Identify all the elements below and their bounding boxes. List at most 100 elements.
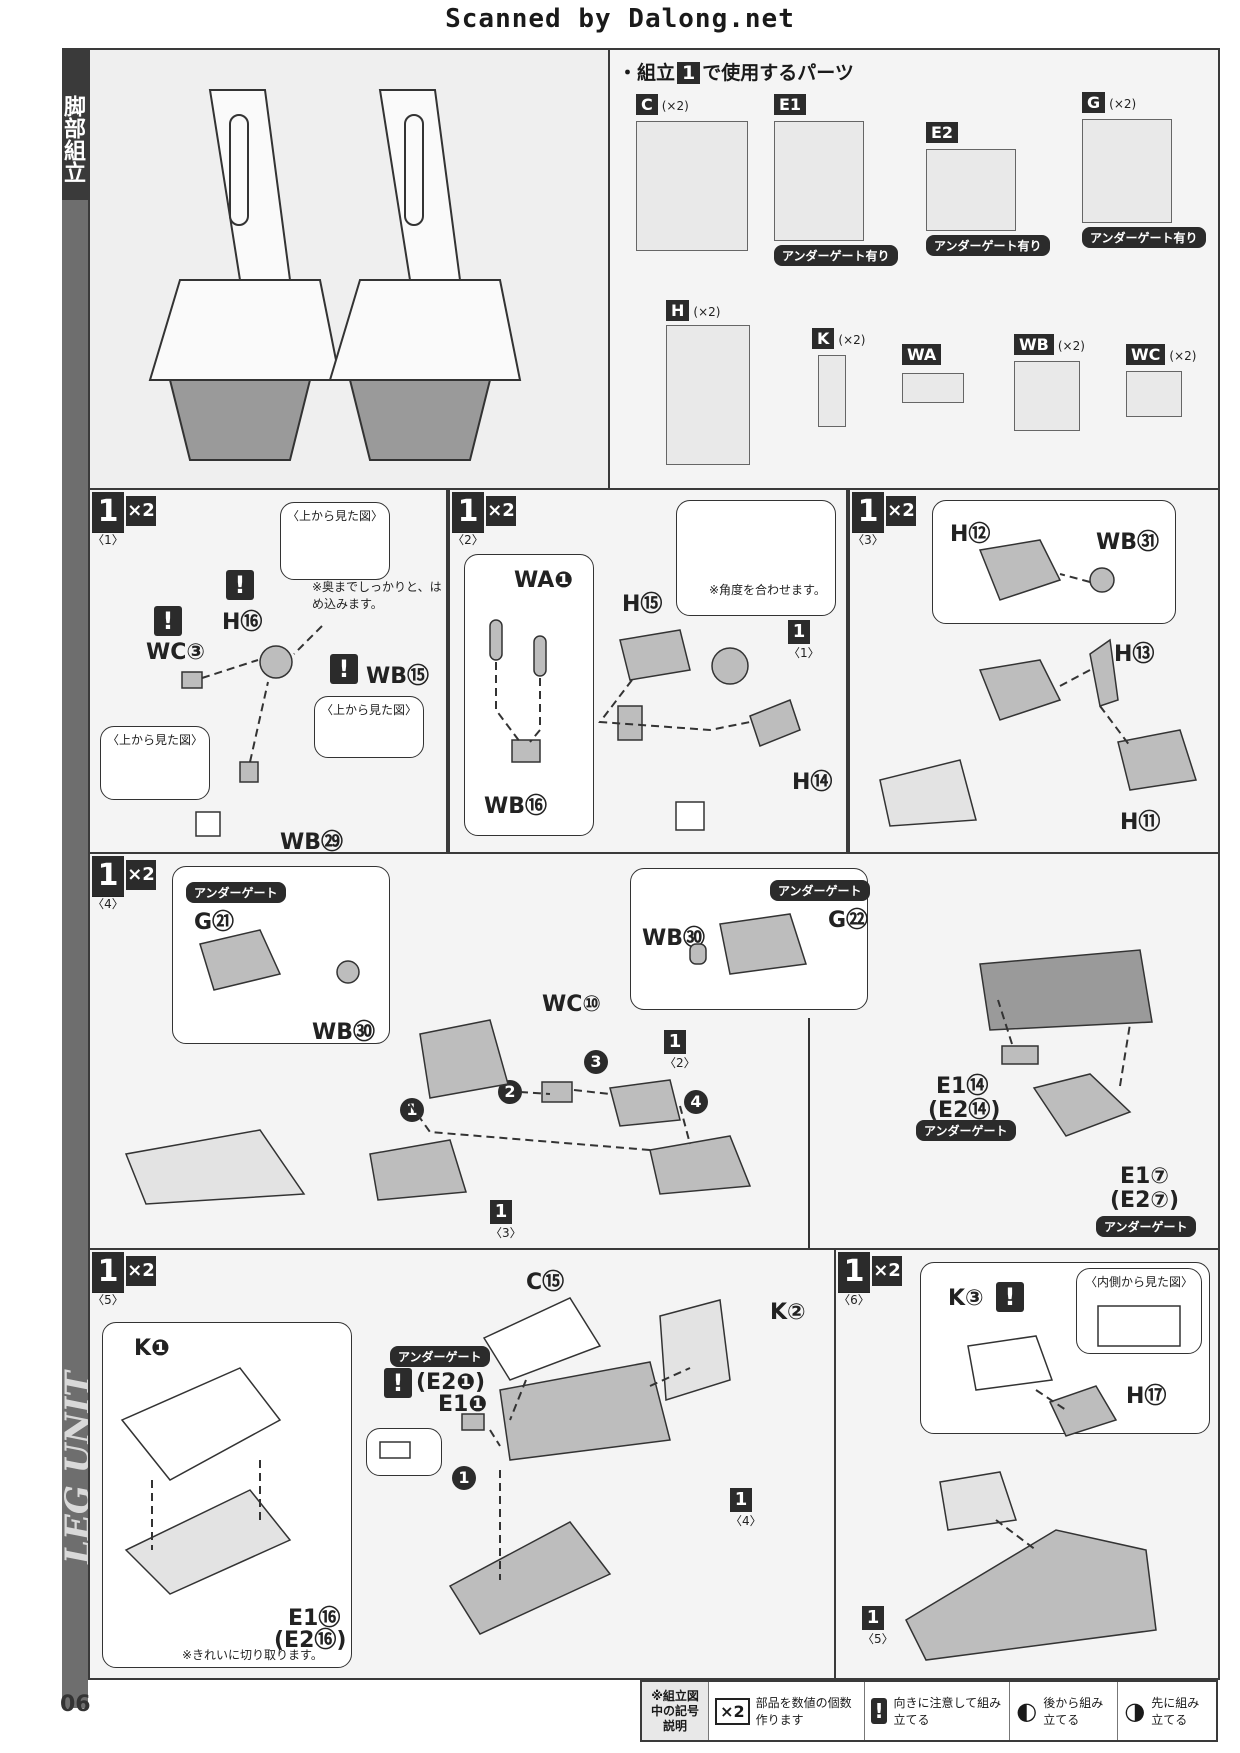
label-e1-16: E1⑯	[288, 1606, 341, 1631]
label-h15: H⑮	[622, 592, 663, 617]
label-k1: K❶	[134, 1336, 170, 1361]
h12-subassembly-bubble	[932, 500, 1176, 624]
runner-wb-frame	[1014, 361, 1080, 431]
order-marker-1: 1	[452, 1466, 476, 1490]
runner-k-frame	[818, 355, 846, 427]
order-marker-3: 3	[584, 1050, 608, 1074]
top-view-bubble: 〈上から見た図〉	[280, 502, 390, 580]
label-wb15: WB⑮	[366, 664, 430, 689]
caution-icon: !	[154, 606, 182, 636]
caution-icon: !	[384, 1368, 412, 1398]
step-2-panel: 1〈2〉 ×2 WA❶ WB⑯ ※角度を合わせます。 H⑮ 1 〈1〉 H⑭	[448, 488, 848, 854]
under-gate-tag: アンダーゲート	[770, 880, 870, 901]
legend-item-orientation: ! 向きに注意して組み立てる	[863, 1682, 1010, 1740]
label-e2-14: (E2⑭)	[928, 1098, 1001, 1123]
label-h17: H⑰	[1126, 1384, 1167, 1409]
legend-item-multiple: ×2 部品を数値の個数作ります	[708, 1682, 864, 1740]
label-wb30-a: WB㉚	[312, 1020, 376, 1045]
step-1-header: 1〈1〉 ×2	[92, 492, 156, 547]
label-e2-7: (E2⑦)	[1110, 1188, 1180, 1213]
legend-item-later: ◐ 後から組み立てる	[1009, 1682, 1117, 1740]
step-4-drawing	[124, 913, 1153, 1205]
step-3-panel: 1〈3〉 ×2 H⑫ WB㉛ H⑬ H⑪	[848, 488, 1220, 854]
legend-title: ※組立図中の記号説明	[642, 1682, 709, 1740]
caution-icon: !	[996, 1282, 1024, 1312]
label-k3: K③	[948, 1286, 984, 1311]
label-g22: G㉒	[828, 908, 869, 933]
step-5-panel: 1〈5〉 ×2 K❶ E1⑯ (E2⑯) ※きれいに切り取ります。 C⑮ K② …	[88, 1248, 836, 1680]
label-wb16: WB⑯	[484, 794, 548, 819]
ref-step-1-3: 1 〈3〉	[490, 1200, 522, 1240]
runner-wa-frame	[902, 373, 964, 403]
label-h13: H⑬	[1114, 642, 1155, 667]
label-h12: H⑫	[950, 522, 991, 547]
step-3-header: 1〈3〉 ×2	[852, 492, 916, 547]
step-2-header: 1〈2〉 ×2	[452, 492, 516, 547]
legend-item-first: ◑ 先に組み立てる	[1117, 1682, 1216, 1740]
right-view-bubble: 〈上から見た図〉	[314, 696, 424, 758]
label-e1-14: E1⑭	[936, 1074, 989, 1099]
ref-step-1-4: 1 〈4〉	[730, 1488, 762, 1528]
runner-g-tag: アンダーゲート有り	[1082, 227, 1206, 248]
order-marker-4: 4	[684, 1090, 708, 1114]
runner-wc: WC(×2)	[1126, 344, 1196, 417]
sidebar	[62, 48, 88, 1708]
runner-g-frame	[1082, 119, 1172, 223]
label-g21: G㉑	[194, 910, 235, 935]
runner-h: H(×2)	[666, 300, 750, 465]
left-view-bubble: 〈上から見た図〉	[100, 726, 210, 800]
runner-wa: WA	[902, 344, 964, 403]
english-title: LEG UNIT ASSEMBLE	[58, 1360, 138, 1577]
step-5-drawing	[120, 1297, 731, 1635]
step-4-panel: 1〈4〉 ×2 アンダーゲート G㉑ WB㉚ アンダーゲート WB㉚ G㉒ WC…	[88, 852, 1220, 1250]
runner-wc-frame	[1126, 371, 1182, 417]
step-6-header: 1〈6〉 ×2	[838, 1252, 902, 1307]
runner-c: C(×2)	[636, 94, 748, 251]
label-e1-7: E1⑦	[1120, 1164, 1169, 1189]
runner-c-frame	[636, 121, 748, 251]
label-wa1: WA❶	[514, 568, 573, 593]
ref-step-1-2: 1 〈2〉	[664, 1030, 696, 1070]
step-5-header: 1〈5〉 ×2	[92, 1252, 156, 1307]
step-2-drawing	[489, 619, 801, 831]
page-number: 06	[60, 1692, 91, 1717]
label-k2: K②	[770, 1300, 806, 1325]
under-gate-tag: アンダーゲート	[390, 1346, 490, 1367]
label-wb29: WB㉙	[280, 830, 344, 854]
cut-note: ※きれいに切り取ります。	[182, 1648, 323, 1662]
runner-h-frame	[666, 325, 750, 465]
insert-note: ※奥までしっかりと、はめ込みます。	[312, 580, 442, 611]
runner-e2-frame	[926, 149, 1016, 231]
half-circle-first-icon: ◑	[1124, 1697, 1146, 1725]
ref-step-1-5: 1 〈5〉	[862, 1606, 894, 1646]
step-6-drawing	[905, 1305, 1181, 1661]
caution-icon: !	[330, 654, 358, 684]
runner-e2: E2 アンダーゲート有り	[926, 122, 1050, 256]
divider	[608, 50, 610, 488]
ref-step-1-1: 1 〈1〉	[788, 620, 820, 660]
label-wb31: WB㉛	[1096, 530, 1160, 555]
step-6-panel: 1〈6〉 ×2 K③ ! 〈内側から見た図〉 H⑰ 1 〈5〉	[834, 1248, 1220, 1680]
label-h11: H⑪	[1120, 810, 1161, 835]
under-gate-tag: アンダーゲート	[186, 882, 286, 903]
caution-icon: !	[870, 1698, 888, 1724]
runner-k: K(×2)	[812, 328, 865, 427]
runner-e1-frame	[774, 121, 864, 241]
multiply-icon: ×2	[715, 1697, 750, 1725]
step-3-drawing	[879, 539, 1197, 827]
step-1-panel: 1〈1〉 ×2 〈上から見た図〉 ! ※奥までしっかりと、はめ込みます。 H⑯ …	[88, 488, 448, 854]
step-1-drawing	[181, 625, 323, 837]
caution-icon: !	[226, 570, 254, 600]
section-title: 脚部組立	[60, 48, 88, 200]
label-e2-1: (E2❶)	[416, 1370, 486, 1395]
wa-subassembly-frame	[464, 554, 594, 836]
scan-banner: Scanned by Dalong.net	[445, 4, 795, 34]
symbol-legend: ※組立図中の記号説明 ×2 部品を数値の個数作ります ! 向きに注意して組み立て…	[640, 1680, 1218, 1742]
step-4-header: 1〈4〉 ×2	[92, 856, 156, 911]
runner-g: G(×2) アンダーゲート有り	[1082, 92, 1206, 248]
label-c15: C⑮	[526, 1270, 565, 1295]
label-h16: H⑯	[222, 610, 263, 635]
half-circle-later-icon: ◐	[1016, 1697, 1038, 1725]
